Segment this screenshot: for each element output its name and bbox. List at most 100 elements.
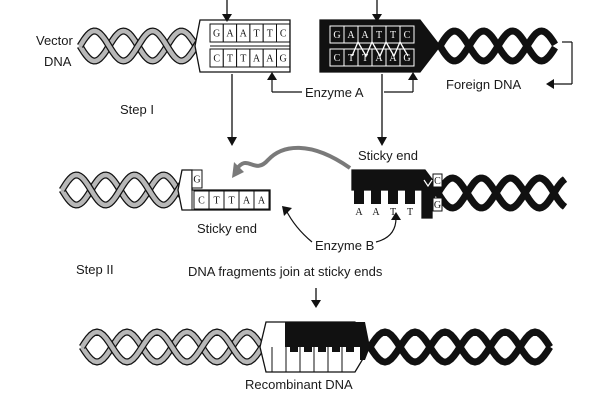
vector-top-base: A [240, 29, 248, 40]
vector-dna-strand-2 [78, 28, 200, 64]
top-arrow-foreign [372, 0, 382, 22]
cut-foreign-bottom-base: A [355, 207, 363, 218]
vector-top-base: C [280, 29, 287, 40]
foreign-bottom-base: T [348, 53, 354, 64]
enzyme-a-pointers [267, 72, 418, 93]
vector-dna-label-line2: DNA [44, 54, 72, 69]
cut-vector-dna-helix [59, 171, 185, 209]
vector-bottom-base: T [227, 54, 233, 65]
cut-vector-bottom-base: T [228, 196, 234, 207]
join-arrow [232, 145, 352, 178]
cut-foreign-strand-2 [436, 175, 567, 211]
down-arrow-right [377, 74, 387, 146]
cut-zigzag [351, 40, 409, 58]
sticky-tooth [371, 188, 381, 204]
foreign-bottom-base: A [375, 53, 383, 64]
top-arrow-vector [222, 0, 232, 22]
recombinant-base-pairs [271, 322, 354, 372]
vector-dna-helix [77, 27, 201, 65]
foreign-top-base: G [333, 30, 340, 41]
recombinant-foreign-key [290, 322, 298, 352]
cut-foreign-bottom-base: T [407, 207, 413, 218]
foreign-top-base: C [404, 30, 411, 41]
recombinant-foreign-helix [367, 328, 553, 366]
cut-vector-bottom-base: T [213, 196, 219, 207]
recombinant-foreign-key [304, 322, 312, 352]
cut-foreign-dna-helix [435, 174, 568, 212]
cut-foreign-right-bases: CG [432, 173, 443, 212]
recombinant-vector-strand-2 [80, 329, 264, 365]
cut-foreign-bottom-base: A [372, 207, 380, 218]
vector-bottom-base: T [240, 54, 246, 65]
foreign-top-cell [399, 25, 415, 44]
vector-top-base: T [253, 29, 259, 40]
cut-foreign-strand-1 [436, 175, 567, 211]
foreign-dna-label: Foreign DNA [446, 77, 521, 92]
foreign-bottom-base: C [334, 53, 341, 64]
vector-top-cell [276, 23, 291, 43]
cut-foreign-right-cell [432, 173, 443, 188]
cut-foreign-right-cell [432, 197, 443, 212]
vector-bottom-cell [276, 48, 291, 68]
recombinant-vector-helix [79, 328, 265, 366]
vector-bottom-base: C [213, 54, 220, 65]
enzyme-b-label: Enzyme B [315, 238, 374, 253]
foreign-top-base: T [390, 30, 396, 41]
vector-dna-label-line1: Vector [36, 33, 74, 48]
foreign-bottom-base: A [389, 53, 397, 64]
vector-top-base: A [226, 29, 234, 40]
step-1-label: Step I [120, 102, 154, 117]
vector-top-base: T [267, 29, 273, 40]
recombinant-foreign-key [332, 322, 340, 352]
recombinant-junction [259, 321, 371, 373]
cut-vector-top-base: G [193, 175, 200, 186]
vector-top-base: G [213, 29, 220, 40]
foreign-top-base: A [347, 30, 355, 41]
step-2-label: Step II [76, 262, 114, 277]
enzyme-a-label: Enzyme A [305, 85, 364, 100]
sticky-end-left-label: Sticky end [197, 221, 257, 236]
foreign-dna-strand-2 [438, 28, 557, 64]
cut-vector-bottom-cell [253, 190, 270, 210]
sticky-tooth [354, 188, 364, 204]
down-arrow-left [227, 74, 237, 146]
foreign-top-base: A [361, 30, 369, 41]
vector-bottom-base: G [280, 54, 287, 65]
foreign-bottom-cell [399, 48, 415, 67]
foreign-bottom-base: G [403, 53, 410, 64]
cut-vector-bottom-base: C [198, 196, 205, 207]
cut-foreign-right-base: C [434, 176, 441, 187]
cut-vector-top-bases: G [191, 169, 203, 189]
foreign-bottom-base: T [362, 53, 368, 64]
cut-vector-bottom-base: A [258, 196, 266, 207]
sticky-tooth [405, 188, 415, 204]
cut-vector-strand-2 [60, 172, 184, 208]
enzyme-b-pointers [282, 206, 401, 243]
recombinant-foreign-strand-2 [368, 329, 552, 365]
cut-foreign-bottom-base: T [390, 207, 396, 218]
cut-vector-bottom-base: A [243, 196, 251, 207]
cut-foreign-sticky-teeth [354, 188, 415, 204]
cut-foreign-right-base: G [434, 200, 441, 211]
cut-vector-top-cell [191, 169, 203, 189]
vector-bottom-base: A [266, 54, 274, 65]
foreign-dna-helix [437, 27, 558, 65]
recombinant-foreign-key [318, 322, 326, 352]
join-caption: DNA fragments join at sticky ends [188, 264, 383, 279]
foreign-dna-bracket [546, 41, 573, 89]
down-arrow-join [311, 288, 321, 308]
sticky-end-top-label: Sticky end [358, 148, 418, 163]
foreign-top-base: T [376, 30, 382, 41]
